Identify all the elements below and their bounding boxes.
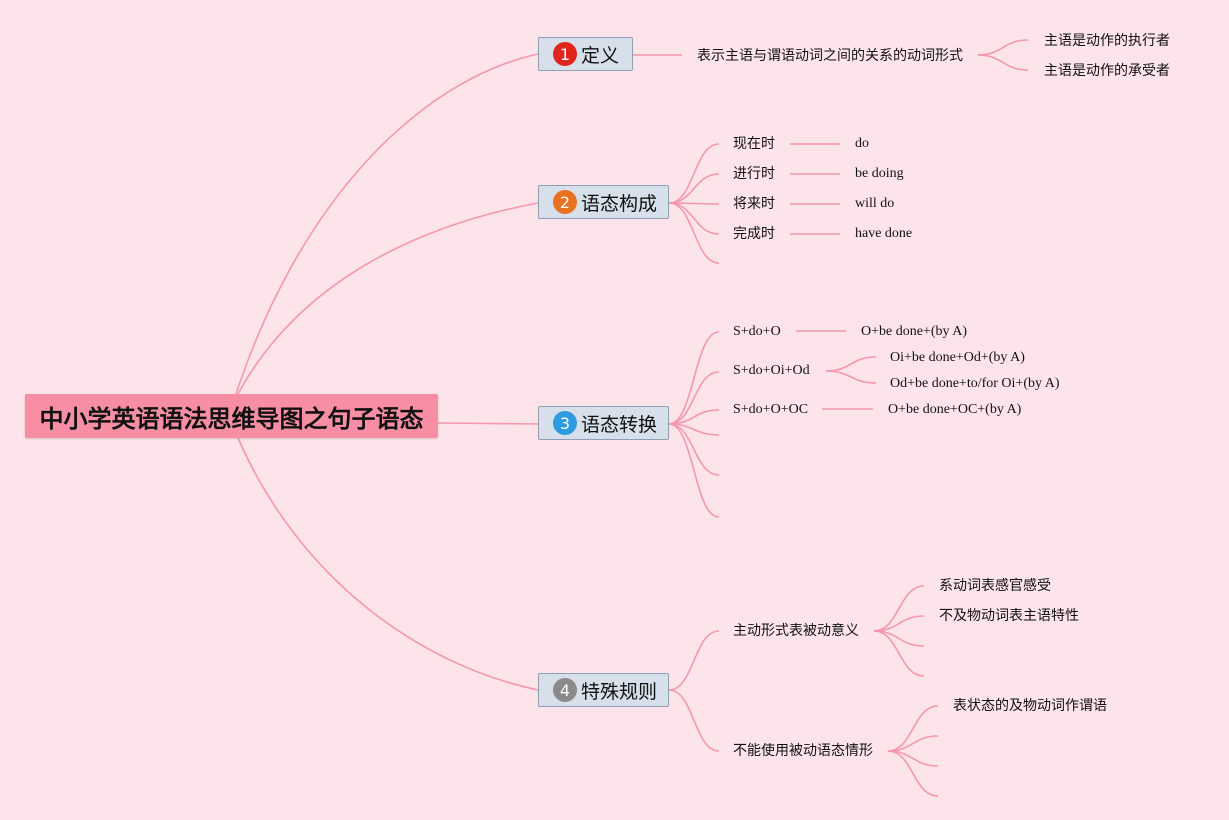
number-badge-2: 2 [553,190,577,214]
passive-pattern[interactable]: Oi+be done+Od+(by A) [890,350,1025,365]
tense-link [668,173,720,204]
subject-link [977,54,1029,71]
root-link-special [237,437,539,691]
rule-item-link [873,630,925,677]
passive-pattern[interactable]: Od+be done+to/for Oi+(by A) [890,376,1060,391]
tense-form[interactable]: be doing [855,166,904,181]
branch-label: 语态转换 [581,413,658,436]
tense-form[interactable]: do [855,136,869,151]
rule-item-link [887,750,939,797]
tense-name[interactable]: 完成时 [733,226,775,242]
tense-name[interactable]: 现在时 [733,136,775,152]
tense-name[interactable]: 进行时 [733,166,775,182]
tense-link [668,202,720,264]
rule-name[interactable]: 主动形式表被动意义 [733,623,859,639]
pattern-link [668,371,720,425]
pattern-link [668,423,720,518]
branch-definition[interactable]: 1 定义 [538,37,633,71]
tense-link [668,143,720,204]
root-link-conversion [437,422,539,425]
number-badge-3: 3 [553,411,577,435]
rule-item-link [873,585,925,632]
active-pattern[interactable]: S+do+O [733,324,781,339]
rule-item[interactable]: 系动词表感官感受 [939,578,1051,594]
number-badge-1: 1 [553,42,577,66]
rule-name[interactable]: 不能使用被动语态情形 [733,743,873,759]
subject-link [977,39,1029,56]
root-link-definition [235,53,539,395]
active-pattern[interactable]: S+do+O+OC [733,402,809,417]
definition-text[interactable]: 表示主语与谓语动词之间的关系的动词形式 [697,48,963,64]
active-pattern[interactable]: S+do+Oi+Od [733,363,810,378]
branch-label: 语态构成 [581,192,658,215]
rule-link [668,630,720,691]
rule-item[interactable]: 不及物动词表主语特性 [939,608,1079,624]
tense-name[interactable]: 将来时 [733,196,775,212]
rule-link [668,689,720,752]
branch-label: 特殊规则 [581,680,658,703]
tense-link [668,202,720,235]
branch-voice-formation[interactable]: 2 语态构成 [538,185,669,219]
root-topic[interactable]: 中小学英语语法思维导图之句子语态 [25,394,438,438]
branch-special-rules[interactable]: 4 特殊规则 [538,673,669,707]
passive-link [825,356,877,372]
passive-link [825,370,877,384]
passive-pattern[interactable]: O+be done+OC+(by A) [888,402,1022,417]
rule-item-link [887,705,939,752]
passive-pattern[interactable]: O+be done+(by A) [861,324,967,339]
root-link-formation [237,202,539,395]
tense-form[interactable]: will do [855,196,895,211]
root-title: 中小学英语语法思维导图之句子语态 [39,404,424,433]
pattern-link [668,423,720,476]
branch-label: 定义 [581,44,620,67]
tense-form[interactable]: have done [855,226,913,241]
pattern-link [668,331,720,425]
subject-item[interactable]: 主语是动作的执行者 [1044,33,1170,49]
number-badge-4: 4 [553,678,577,702]
branch-voice-conversion[interactable]: 3 语态转换 [538,406,669,440]
subject-item[interactable]: 主语是动作的承受者 [1044,63,1170,79]
rule-item[interactable]: 表状态的及物动词作谓语 [953,698,1107,714]
